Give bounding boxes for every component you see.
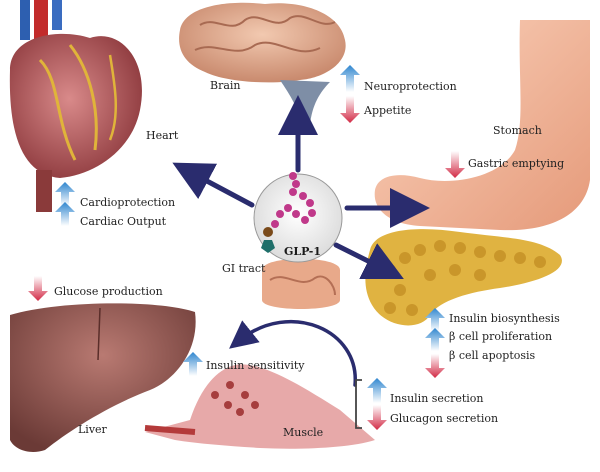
beta-proliferation-up-icon [425, 328, 445, 351]
insulin-secretion-label: Insulin secretion [390, 392, 484, 405]
glucose-production-down-icon [28, 276, 48, 301]
neuroprotection-label: Neuroprotection [364, 80, 457, 93]
effect-indicators [28, 65, 465, 430]
beta-proliferation-label: β cell proliferation [449, 330, 553, 343]
muscle-illustration [144, 364, 375, 449]
gi-tract-label: GI tract [222, 262, 266, 275]
secretion-bracket [355, 379, 362, 429]
insulin-secretion-up-icon [367, 378, 387, 403]
pancreas-illustration [365, 229, 562, 326]
appetite-down-icon [340, 96, 360, 123]
arrow-pancreas-to-muscle [229, 320, 357, 387]
glp1-peptide-icon [271, 172, 316, 228]
arrow-to-heart [172, 162, 255, 208]
pathway-arrows [172, 95, 430, 387]
gastric-emptying-down-icon [445, 151, 465, 178]
heart-illustration [9, 0, 142, 212]
liver-label: Liver [78, 423, 107, 436]
gi-tract-illustration [262, 258, 340, 309]
glp1-center-node [253, 172, 343, 263]
muscle-label: Muscle [283, 426, 324, 439]
glp1-label: GLP-1 [284, 245, 322, 258]
heart-label: Heart [146, 129, 179, 142]
cardioprotection-label: Cardioprotection [80, 196, 176, 209]
cardiac-output-label: Cardiac Output [80, 215, 167, 228]
brain-label: Brain [210, 79, 241, 92]
beta-apoptosis-down-icon [425, 354, 445, 378]
insulin-biosynthesis-label: Insulin biosynthesis [449, 312, 560, 325]
glucose-production-label: Glucose production [54, 285, 163, 298]
neuroprotection-up-icon [340, 65, 360, 92]
cardiac-output-up-icon [55, 202, 75, 226]
stomach-label: Stomach [493, 124, 542, 137]
brain-illustration [179, 2, 346, 125]
glucagon-secretion-label: Glucagon secretion [390, 412, 499, 425]
beta-apoptosis-label: β cell apoptosis [449, 349, 536, 362]
stomach-illustration [374, 20, 590, 231]
glucagon-secretion-down-icon [367, 405, 387, 430]
insulin-biosynthesis-up-icon [425, 308, 445, 331]
gastric-emptying-label: Gastric emptying [468, 157, 565, 170]
appetite-label: Appetite [364, 104, 412, 117]
arrow-to-pancreas [333, 242, 404, 279]
cardioprotection-up-icon [55, 182, 75, 206]
insulin-sensitivity-label: Insulin sensitivity [206, 359, 305, 372]
insulin-sensitivity-up-icon [183, 352, 203, 376]
liver-illustration [10, 303, 196, 452]
